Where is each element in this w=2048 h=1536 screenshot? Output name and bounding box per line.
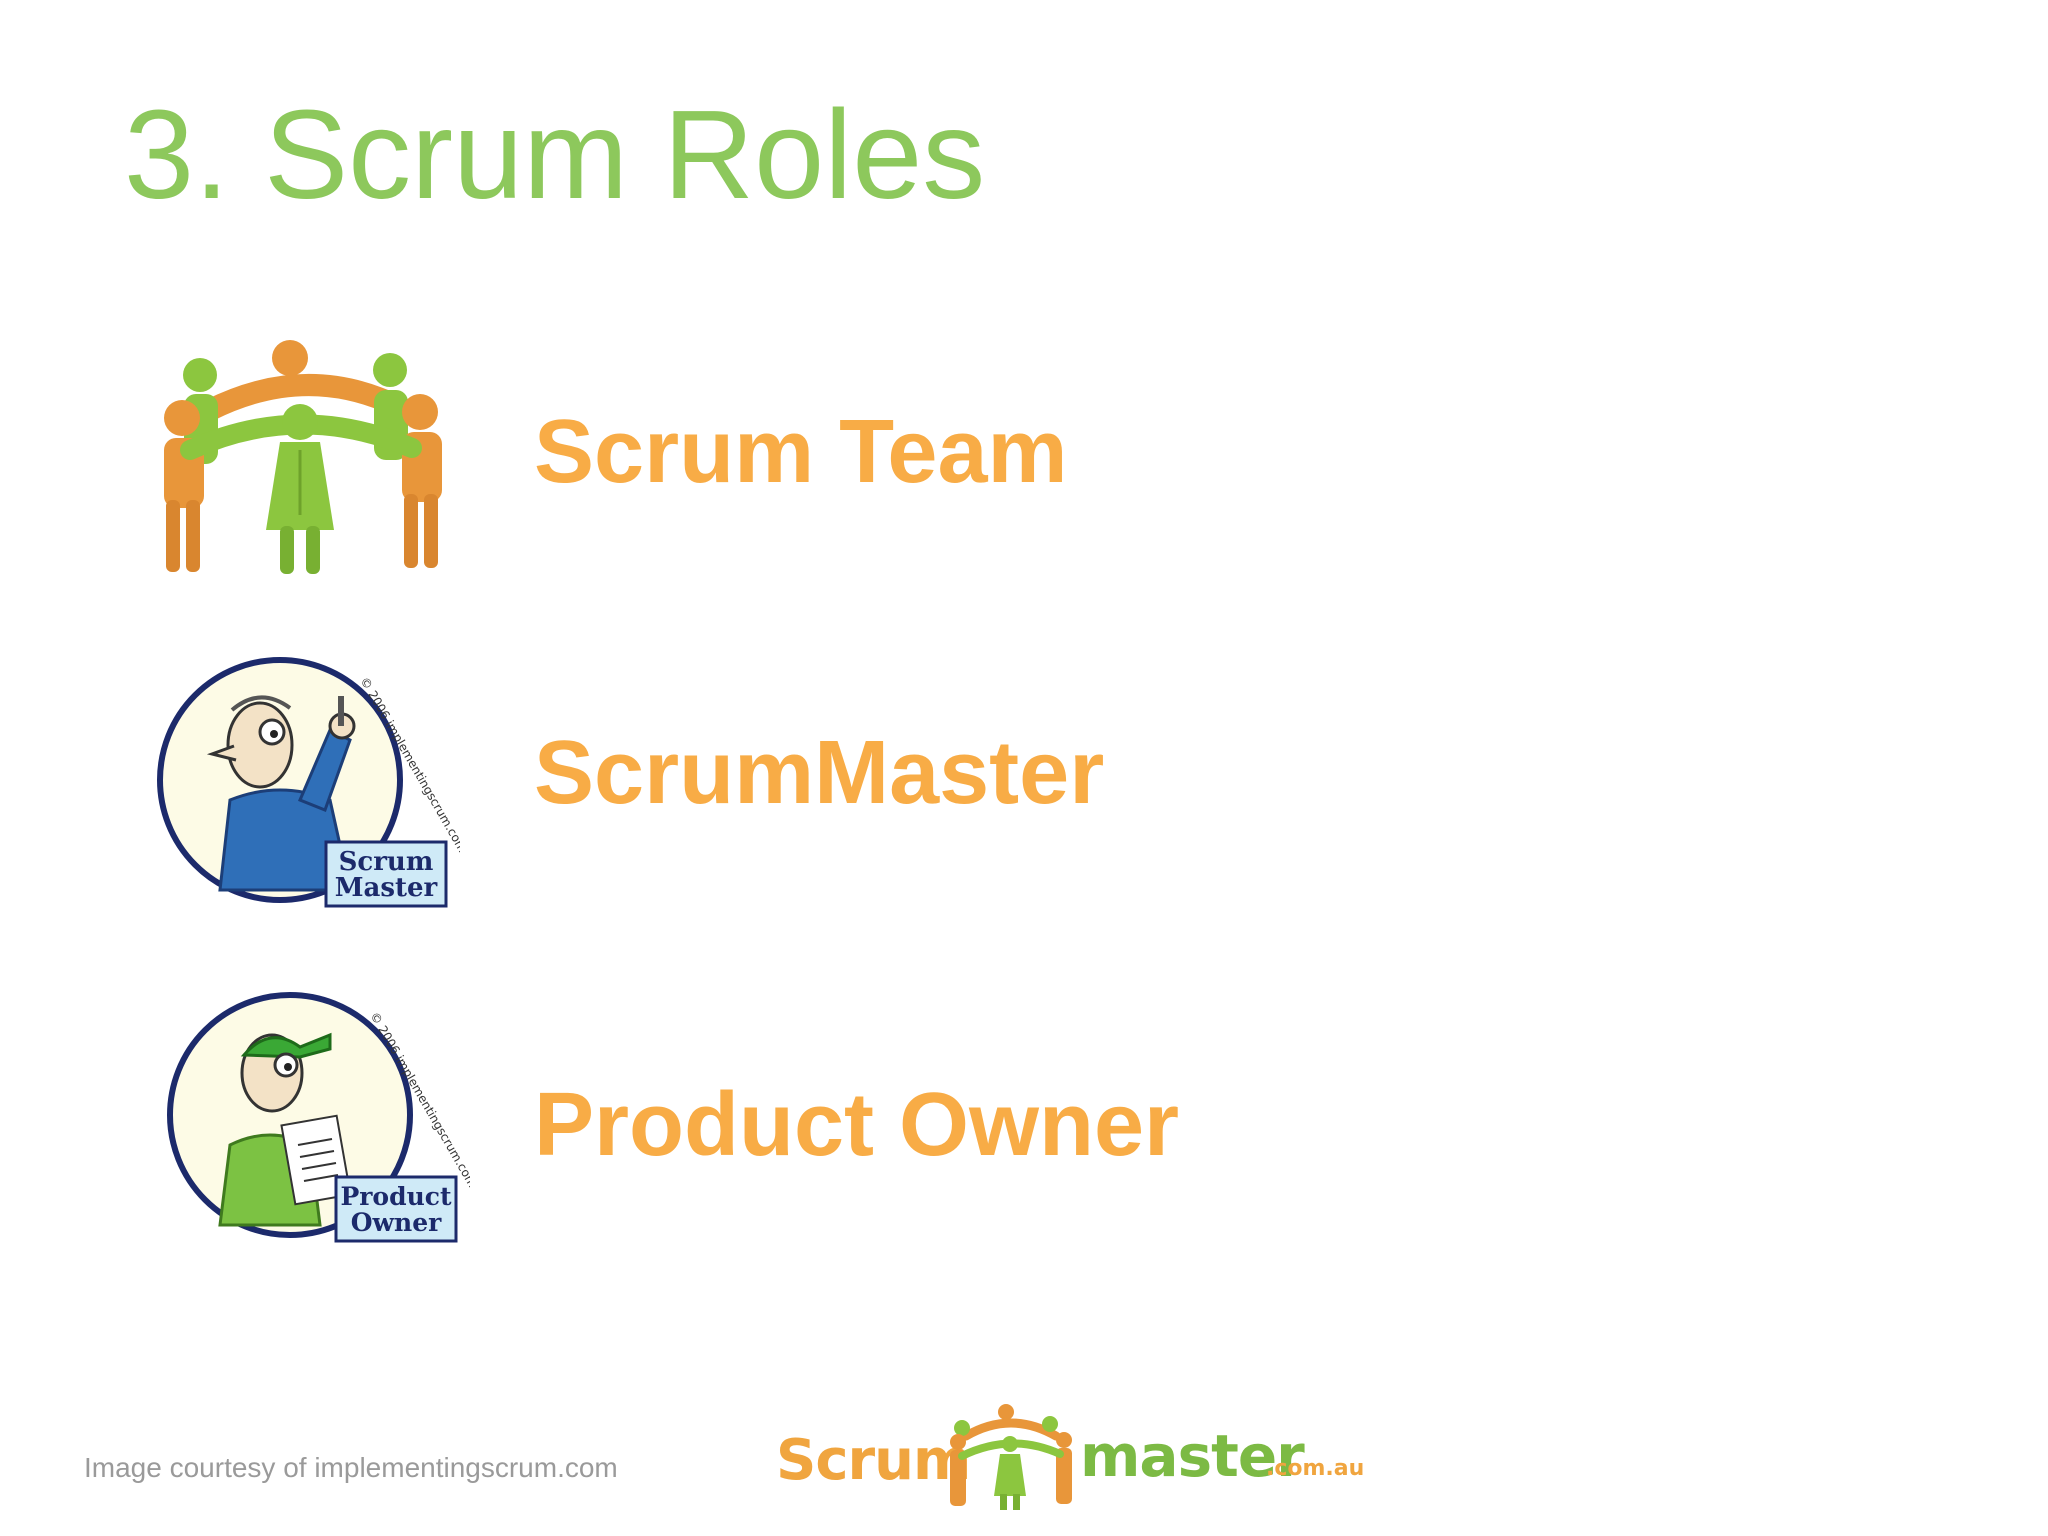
logo-master-text: master: [1080, 1422, 1305, 1490]
logo-team-icon: [950, 1404, 1072, 1510]
badge-line-1: Product: [340, 1182, 452, 1211]
slide-title: 3. Scrum Roles: [124, 84, 986, 225]
scrummaster-logo: Scrum master .com.au: [776, 1400, 1376, 1512]
product-owner-cartoon-icon: © 2006 implementingscrum.com Product Own…: [167, 992, 470, 1243]
badge-line-2: Owner: [351, 1208, 442, 1237]
image-credit-caption: Image courtesy of implementingscrum.com: [84, 1452, 618, 1483]
role-label-product-owner: Product Owner: [534, 1075, 1180, 1175]
team-circle-icon: [164, 340, 442, 574]
scrummaster-cartoon-icon: © 2006 implementingscrum.com Scrum Maste…: [157, 657, 460, 908]
logo-domain-text: .com.au: [1266, 1456, 1365, 1481]
logo-scrum-text: Scrum: [776, 1428, 971, 1493]
role-label-scrum-team: Scrum Team: [534, 402, 1068, 502]
role-label-scrummaster: ScrumMaster: [534, 723, 1105, 823]
badge-line-1: Scrum: [339, 847, 434, 877]
badge-line-2: Master: [335, 873, 438, 903]
